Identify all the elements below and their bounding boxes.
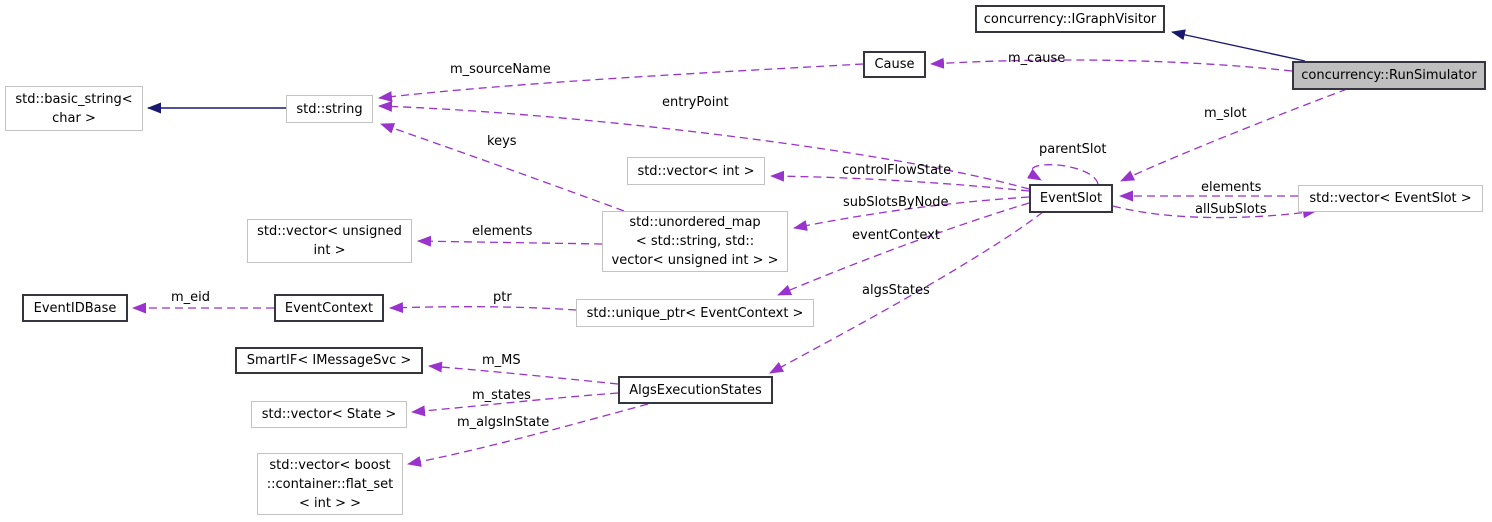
- edge-keys: [380, 123, 625, 212]
- edge-algsstates: [769, 211, 1044, 374]
- edge-label-m-states: m_states: [472, 388, 531, 403]
- edge-m-slot: [1120, 88, 1348, 182]
- edge-label-keys: keys: [487, 134, 517, 149]
- node-vector-boost: std::vector< boost ::container::flat_set…: [257, 453, 403, 515]
- edge-label-elements-slot: elements: [1201, 180, 1262, 195]
- edge-label-ptr: ptr: [493, 290, 512, 305]
- edge-m-cause: [930, 57, 1293, 72]
- edge-runsimulator-igraphvisitor: [1171, 29, 1306, 62]
- edge-label-subslotsbynode: subSlotsByNode: [843, 195, 949, 210]
- node-vector-int: std::vector< int >: [627, 157, 765, 185]
- node-smartif[interactable]: SmartIF< IMessageSvc >: [235, 347, 423, 374]
- edge-label-m-slot: m_slot: [1204, 106, 1247, 121]
- edge-label-m-sourcename: m_sourceName: [450, 62, 551, 77]
- node-cause[interactable]: Cause: [863, 51, 926, 78]
- node-runsimulator: concurrency::RunSimulator: [1292, 61, 1486, 90]
- edge-controlflowstate: [770, 170, 1030, 192]
- node-std-string: std::string: [286, 95, 373, 123]
- node-unique-ptr: std::unique_ptr< EventContext >: [576, 299, 814, 327]
- node-basic-string: std::basic_string< char >: [5, 86, 143, 131]
- edge-m-ms: [428, 361, 619, 385]
- node-vector-unsigned-int: std::vector< unsigned int >: [247, 219, 412, 263]
- edge-entrypoint: [378, 100, 1030, 190]
- edge-label-entrypoint: entryPoint: [662, 95, 729, 110]
- node-eventslot[interactable]: EventSlot: [1029, 184, 1113, 213]
- node-igraphvisitor[interactable]: concurrency::IGraphVisitor: [975, 5, 1165, 33]
- node-eventcontext[interactable]: EventContext: [274, 294, 384, 322]
- edge-label-allsubslots: allSubSlots: [1195, 202, 1267, 217]
- edge-eventcontext: [777, 202, 1030, 296]
- node-eventidbase[interactable]: EventIDBase: [22, 294, 128, 322]
- edge-subslotsbynode: [793, 196, 1030, 231]
- node-vector-eventslot: std::vector< EventSlot >: [1298, 185, 1483, 212]
- edge-label-algsstates: algsStates: [862, 283, 930, 298]
- edge-label-elements-map: elements: [472, 224, 533, 239]
- node-unordered-map: std::unordered_map < std::string, std:: …: [602, 211, 788, 272]
- edge-label-parentslot: parentSlot: [1039, 142, 1107, 157]
- edge-label-m-ms: m_MS: [482, 353, 521, 368]
- edge-label-m-algsinstate: m_algsInState: [457, 415, 550, 430]
- node-vector-state: std::vector< State >: [251, 401, 407, 428]
- edge-label-controlflowstate: controlFlowState: [842, 163, 952, 178]
- edge-ptr: [389, 302, 577, 314]
- edge-label-eventcontext: eventContext: [852, 228, 940, 243]
- edge-label-m-cause: m_cause: [1008, 51, 1066, 66]
- edge-m-sourcename: [378, 63, 864, 103]
- edge-m-algsinstate: [407, 403, 649, 467]
- edge-elements-map: [417, 235, 603, 247]
- edge-parentslot-loop: [1026, 164, 1099, 185]
- edge-label-m-eid: m_eid: [171, 290, 211, 305]
- node-algsexecutionstates[interactable]: AlgsExecutionStates: [618, 376, 773, 404]
